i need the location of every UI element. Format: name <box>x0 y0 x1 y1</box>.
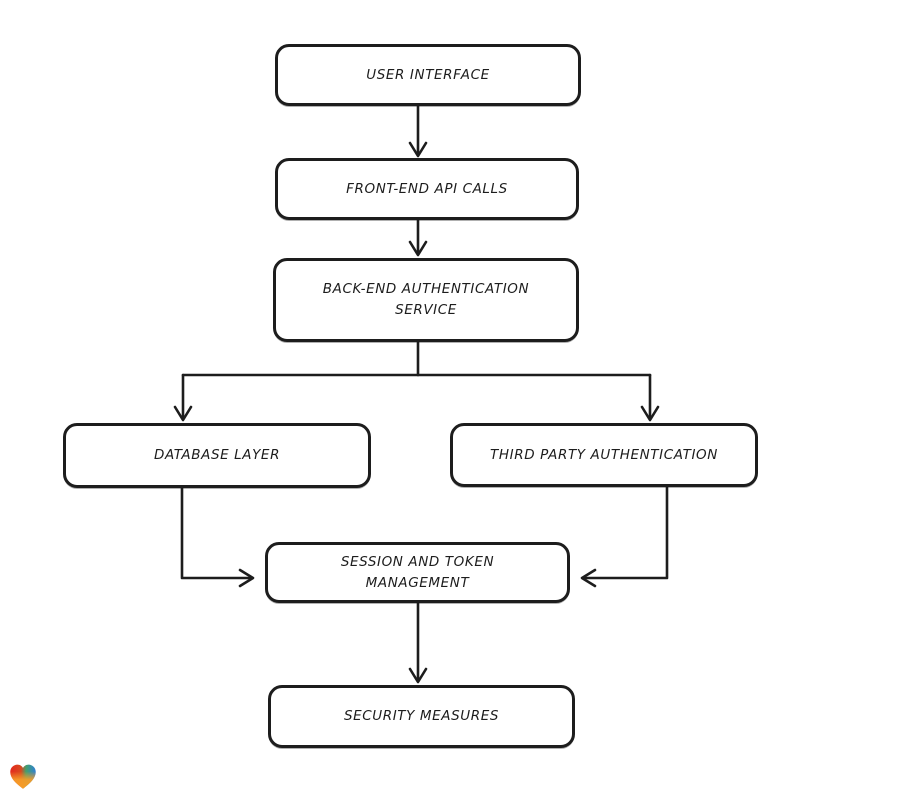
node-back-end-authentication-service-label: BACK-END AUTHENTICATION SERVICE <box>322 281 530 318</box>
arrow-third-party-to-session-management <box>580 485 669 588</box>
heart-logo[interactable] <box>8 761 38 793</box>
arrow-back-end-to-database-layer-and-third-party <box>173 340 660 422</box>
node-third-party-authentication-label: THIRD PARTY AUTHENTICATION <box>490 446 718 463</box>
heart-logo-overlay <box>10 764 36 789</box>
node-database-layer-label: DATABASE LAYER <box>153 447 281 464</box>
node-security-measures[interactable]: SECURITY MEASURES <box>268 685 575 748</box>
arrow-front-end-api-calls-to-back-end-authentication-service <box>408 218 428 257</box>
node-user-interface[interactable]: USER INTERFACE <box>275 44 581 106</box>
node-session-and-token-management[interactable]: SESSION AND TOKEN MANAGEMENT <box>265 542 570 603</box>
node-back-end-authentication-service[interactable]: BACK-END AUTHENTICATION SERVICE <box>273 258 579 342</box>
node-security-measures-label: SECURITY MEASURES <box>343 708 500 725</box>
arrow-database-layer-to-session-management <box>180 486 255 588</box>
arrow-session-management-to-security-measures <box>408 601 428 684</box>
node-front-end-api-calls-label: FRONT-END API CALLS <box>346 180 508 197</box>
node-database-layer[interactable]: DATABASE LAYER <box>63 423 371 488</box>
arrow-user-interface-to-front-end-api-calls <box>408 104 428 158</box>
node-user-interface-label: USER INTERFACE <box>366 66 490 83</box>
node-third-party-authentication[interactable]: THIRD PARTY AUTHENTICATION <box>450 423 758 487</box>
node-session-and-token-management-label: SESSION AND TOKEN MANAGEMENT <box>340 553 495 591</box>
node-front-end-api-calls[interactable]: FRONT-END API CALLS <box>275 158 579 220</box>
